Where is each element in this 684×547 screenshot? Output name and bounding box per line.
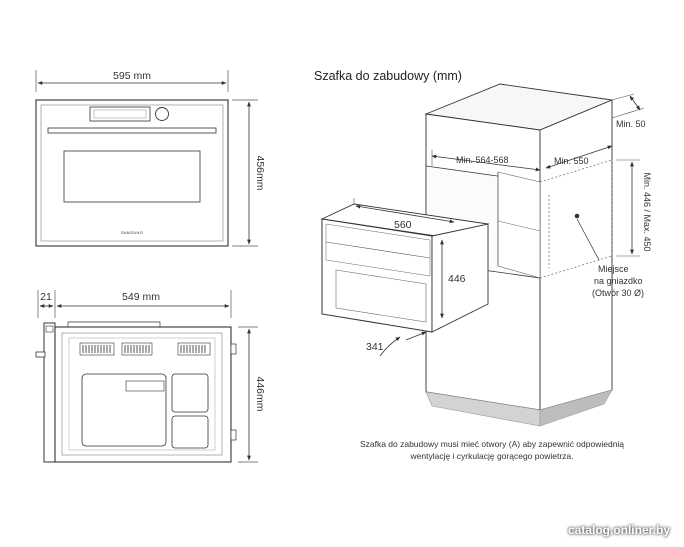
side-offset-label: 21: [40, 291, 52, 303]
caption-line-1: Szafka do zabudowy musi mieć otwory (A) …: [360, 439, 624, 449]
side-height-label: 446mm: [254, 376, 266, 411]
vent-slots: [79, 342, 211, 356]
side-view: 21 549 mm: [35, 290, 266, 463]
front-view: 595 mm SAMSUNG 456mm: [35, 70, 266, 247]
caption-line-2: wentylację i cyrkulację gorącego powietr…: [410, 451, 574, 461]
socket-label-line-1: Miejsce: [598, 264, 629, 274]
oven-width-label: 560: [394, 219, 412, 231]
oven-depth-label: 341: [366, 341, 384, 353]
front-height-label: 456mm: [254, 155, 266, 190]
cabinet-view: Szafka do zabudowy (mm) Min. 50: [314, 69, 652, 427]
height-range-label: Min. 446 / Max. 450: [642, 172, 652, 251]
brand-logo: SAMSUNG: [121, 230, 143, 235]
socket-label-line-3: (Otwór 30 Ø): [592, 288, 644, 298]
cabinet-title: Szafka do zabudowy (mm): [314, 69, 462, 83]
socket-hole-icon: [574, 213, 580, 219]
inner-width-label: Min. 564-568: [456, 155, 509, 165]
min-top-label: Min. 50: [616, 119, 646, 129]
front-width-label: 595 mm: [113, 70, 151, 82]
socket-label-line-2: na gniazdko: [594, 276, 643, 286]
min-depth-label: Min. 550: [554, 156, 589, 166]
side-depth-label: 549 mm: [122, 291, 160, 303]
watermark: catalog.onliner.by: [567, 523, 670, 537]
oven-insert: [320, 203, 490, 333]
oven-height-label: 446: [448, 273, 466, 285]
